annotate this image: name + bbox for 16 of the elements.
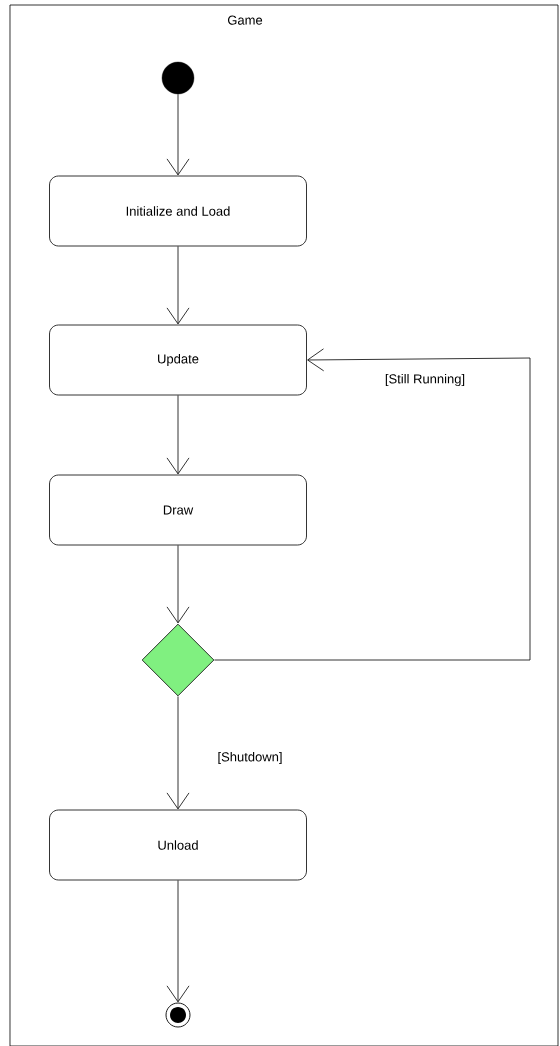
arrow bbox=[166, 93, 190, 176]
final-node bbox=[165, 1002, 191, 1028]
arrow bbox=[214, 348, 531, 661]
arrow bbox=[166, 395, 190, 475]
action-box: Initialize and Load bbox=[49, 175, 307, 247]
initial-node bbox=[161, 61, 195, 95]
action-box: Update bbox=[49, 324, 307, 396]
edge-label: [Still Running] bbox=[383, 372, 467, 388]
arrow bbox=[166, 545, 190, 624]
edge-label: [Shutdown] bbox=[216, 750, 284, 766]
arrow bbox=[166, 880, 190, 1003]
decision-diamond bbox=[141, 623, 215, 697]
arrow bbox=[166, 696, 190, 810]
arrow bbox=[166, 246, 190, 325]
action-box: Unload bbox=[49, 809, 307, 881]
action-box: Draw bbox=[49, 474, 307, 546]
